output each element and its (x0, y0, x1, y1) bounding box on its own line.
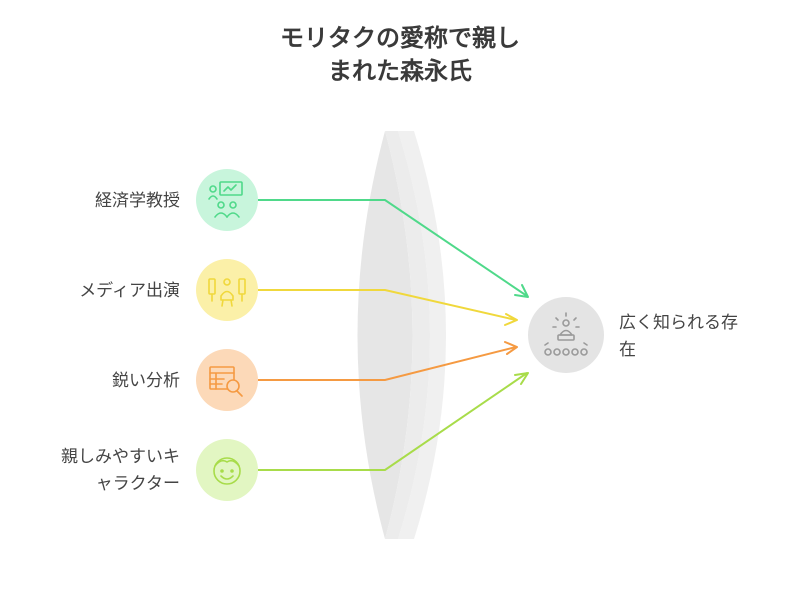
input-label-3-line-1: 鋭い分析 (112, 371, 180, 391)
node-analysis (196, 349, 258, 411)
node-output (528, 297, 604, 373)
title-line-2: まれた森永氏 (328, 57, 472, 85)
connector-4 (258, 372, 529, 471)
media-appearance-icon (208, 278, 246, 307)
connector-2 (258, 289, 518, 326)
input-label-4-line-2: ャラクター (95, 474, 180, 494)
lens-shape (357, 131, 446, 539)
node-teaching (196, 169, 258, 231)
smiling-face-icon (213, 457, 241, 485)
connector-3 (258, 341, 518, 381)
diagram-title: モリタクの愛称で親し まれた森永氏 (150, 22, 650, 88)
output-label: 広く知られる存 在 (619, 310, 784, 364)
connector-1 (258, 199, 529, 298)
input-label-3: 鋭い分析 (20, 368, 180, 395)
analysis-icon (209, 366, 243, 397)
title-line-1: モリタクの愛称で親し (280, 24, 520, 52)
input-label-4-line-1: 親しみやすいキ (61, 447, 180, 467)
input-label-1: 経済学教授 (20, 188, 180, 215)
input-label-2-line-1: メディア出演 (79, 281, 180, 301)
node-character (196, 439, 258, 501)
output-label-line-1: 広く知られる存 (619, 313, 738, 333)
input-label-2: メディア出演 (20, 278, 180, 305)
input-label-4: 親しみやすいキ ャラクター (20, 444, 180, 498)
input-label-1-line-1: 経済学教授 (95, 191, 180, 211)
audience-speaker-icon (544, 312, 588, 356)
teaching-icon (208, 181, 243, 218)
output-label-line-2: 在 (619, 340, 636, 360)
node-media (196, 259, 258, 321)
